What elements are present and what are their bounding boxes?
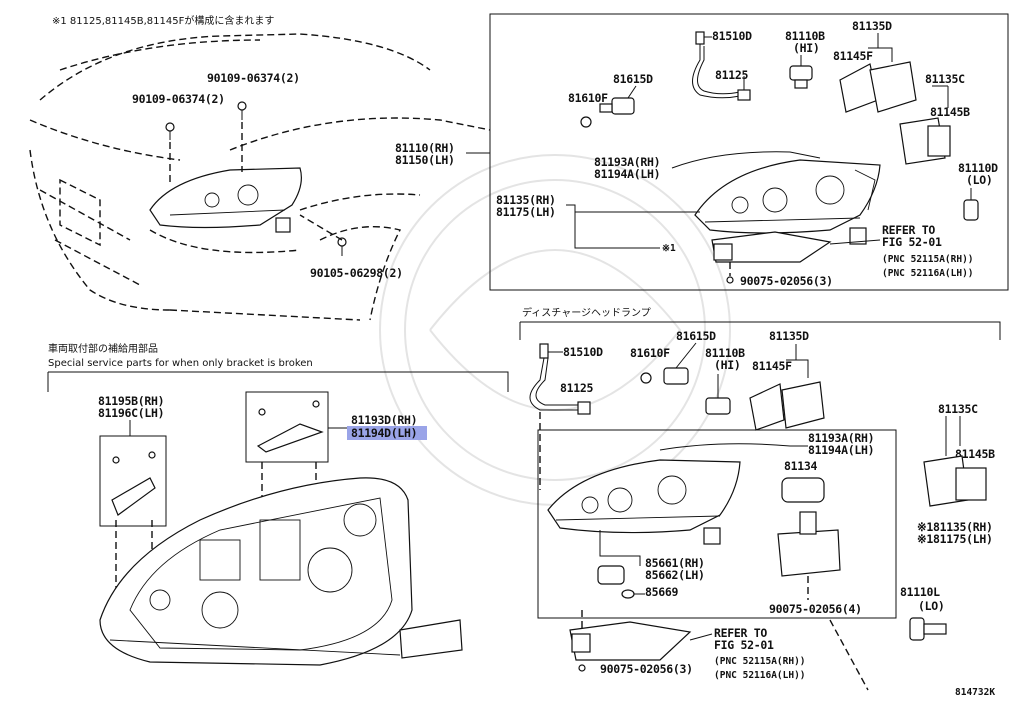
label-81110B: 81110B bbox=[785, 29, 825, 43]
pnc-label-b2: (PNC 52116A(LH)) bbox=[714, 670, 806, 681]
label-81193D: 81193D(RH) bbox=[351, 413, 417, 427]
label-81194A-b: 81194A(LH) bbox=[808, 443, 874, 457]
vehicle-front-illustration bbox=[29, 33, 491, 321]
label-lo: (LO) bbox=[966, 173, 993, 187]
section-title-en: Special service parts for when only brac… bbox=[48, 358, 313, 369]
socket-icon-b bbox=[640, 342, 697, 385]
fog-bulb-icon bbox=[597, 530, 645, 599]
bulb-lo-icon-b bbox=[909, 617, 947, 641]
label-bolt4: 90075-02056(4) bbox=[769, 602, 862, 616]
label-81145F: 81145F bbox=[833, 49, 873, 63]
assy-label-rh: 81110(RH) bbox=[395, 141, 455, 155]
bracket-cover-icon-b bbox=[923, 455, 987, 507]
bolt-label-top: 90075-02056(3) bbox=[740, 274, 833, 288]
bottom-right-inner-box bbox=[537, 429, 897, 619]
assy-label-lh: 81150(LH) bbox=[395, 153, 455, 167]
label-81610F: 81610F bbox=[568, 91, 608, 105]
shade-cover-icon bbox=[839, 61, 917, 113]
label-81615D-b: 81615D bbox=[676, 329, 716, 343]
headlamp-assembly-bottom bbox=[547, 459, 741, 545]
label-85661: 85661(RH) bbox=[645, 556, 705, 570]
bulb-lo-icon bbox=[963, 188, 979, 221]
label-81193A: 81193A(RH) bbox=[594, 155, 660, 169]
label-85662: 85662(LH) bbox=[645, 568, 705, 582]
clip-icon bbox=[165, 101, 347, 256]
label-85669: 85669 bbox=[645, 585, 678, 599]
screw-label: 90105-06298(2) bbox=[310, 266, 403, 280]
wiring-harness bbox=[692, 31, 751, 101]
label-81135C: 81135C bbox=[925, 72, 965, 86]
label-81135C-b: 81135C bbox=[938, 402, 978, 416]
headlamp-assembly-small bbox=[149, 167, 302, 233]
refer-label-b: REFER TO bbox=[714, 626, 767, 640]
refer-label: REFER TO bbox=[882, 223, 935, 237]
label-81175-b: ※181175(LH) bbox=[917, 532, 993, 546]
top-right-box bbox=[489, 13, 1009, 291]
label-81134: 81134 bbox=[784, 459, 817, 473]
wiring-harness-2 bbox=[529, 343, 591, 490]
socket-icon bbox=[580, 85, 637, 128]
headlamp-rear-housing bbox=[99, 477, 463, 666]
section-title-jp: 車両取付部の補給用部品 bbox=[48, 342, 158, 355]
bracket-lower-icon bbox=[711, 231, 832, 263]
label-81135D: 81135D bbox=[852, 19, 892, 33]
diagram-id: 814732K bbox=[955, 687, 995, 698]
label-hi: (HI) bbox=[793, 41, 820, 55]
shade-cover-icon-b bbox=[749, 381, 825, 431]
label-81135-b: ※181135(RH) bbox=[917, 520, 993, 534]
headlamp-assembly-top bbox=[694, 159, 881, 245]
label-bolt3-b: 90075-02056(3) bbox=[600, 662, 693, 676]
bulb-hi-icon-b bbox=[705, 374, 731, 415]
fig-label: FIG 52-01 bbox=[882, 235, 942, 249]
pnc-label-1: (PNC 52115A(RH)) bbox=[882, 254, 974, 265]
label-81196C: 81196C(LH) bbox=[98, 406, 164, 420]
gasket-icon bbox=[781, 477, 825, 503]
bracket-box-1 bbox=[99, 435, 167, 527]
pnc-label-2: (PNC 52116A(LH)) bbox=[882, 268, 974, 279]
bracket-cover-icon bbox=[899, 117, 951, 165]
label-81195B: 81195B(RH) bbox=[98, 394, 164, 408]
label-81145B: 81145B bbox=[930, 105, 970, 119]
label-81510D: 81510D bbox=[712, 29, 752, 43]
section-title-discharge: ディスチャージヘッドランプ bbox=[522, 306, 651, 319]
label-81194D: 81194D(LH) bbox=[351, 426, 417, 440]
bolt-icon bbox=[726, 262, 734, 284]
pnc-label-b1: (PNC 52115A(RH)) bbox=[714, 656, 806, 667]
label-lo-b: (LO) bbox=[918, 599, 945, 613]
label-hi-b: (HI) bbox=[714, 358, 741, 372]
label-81510D-b: 81510D bbox=[563, 345, 603, 359]
mark-1: ※1 bbox=[662, 243, 676, 254]
label-81175-lh: 81175(LH) bbox=[496, 205, 556, 219]
label-81125: 81125 bbox=[715, 68, 748, 82]
label-81135D-b: 81135D bbox=[769, 329, 809, 343]
composition-note: ※1 81125,81145B,81145Fが構成に含まれます bbox=[52, 14, 274, 27]
label-81110B-b: 81110B bbox=[705, 346, 745, 360]
label-81610F-b: 81610F bbox=[630, 346, 670, 360]
label-81125-b: 81125 bbox=[560, 381, 593, 395]
label-81615D: 81615D bbox=[613, 72, 653, 86]
label-81145B-b: 81145B bbox=[955, 447, 995, 461]
ballast-icon bbox=[777, 511, 841, 600]
label-81110D: 81110D bbox=[958, 161, 998, 175]
clip-label-2: 90109-06374(2) bbox=[132, 92, 225, 106]
label-81110L: 81110L bbox=[900, 585, 940, 599]
label-81193A-b: 81193A(RH) bbox=[808, 431, 874, 445]
label-81135-rh: 81135(RH) bbox=[496, 193, 556, 207]
bracket-lower-icon-b bbox=[569, 610, 692, 672]
label-81194A: 81194A(LH) bbox=[594, 167, 660, 181]
bracket-81195B-icon bbox=[111, 451, 156, 600]
bulb-hi-icon bbox=[789, 55, 813, 89]
bracket-box-2 bbox=[245, 391, 329, 463]
highlight-81194D bbox=[347, 426, 427, 440]
fig-label-b: FIG 52-01 bbox=[714, 638, 774, 652]
clip-label-1: 90109-06374(2) bbox=[207, 71, 300, 85]
label-81145F-b: 81145F bbox=[752, 359, 792, 373]
